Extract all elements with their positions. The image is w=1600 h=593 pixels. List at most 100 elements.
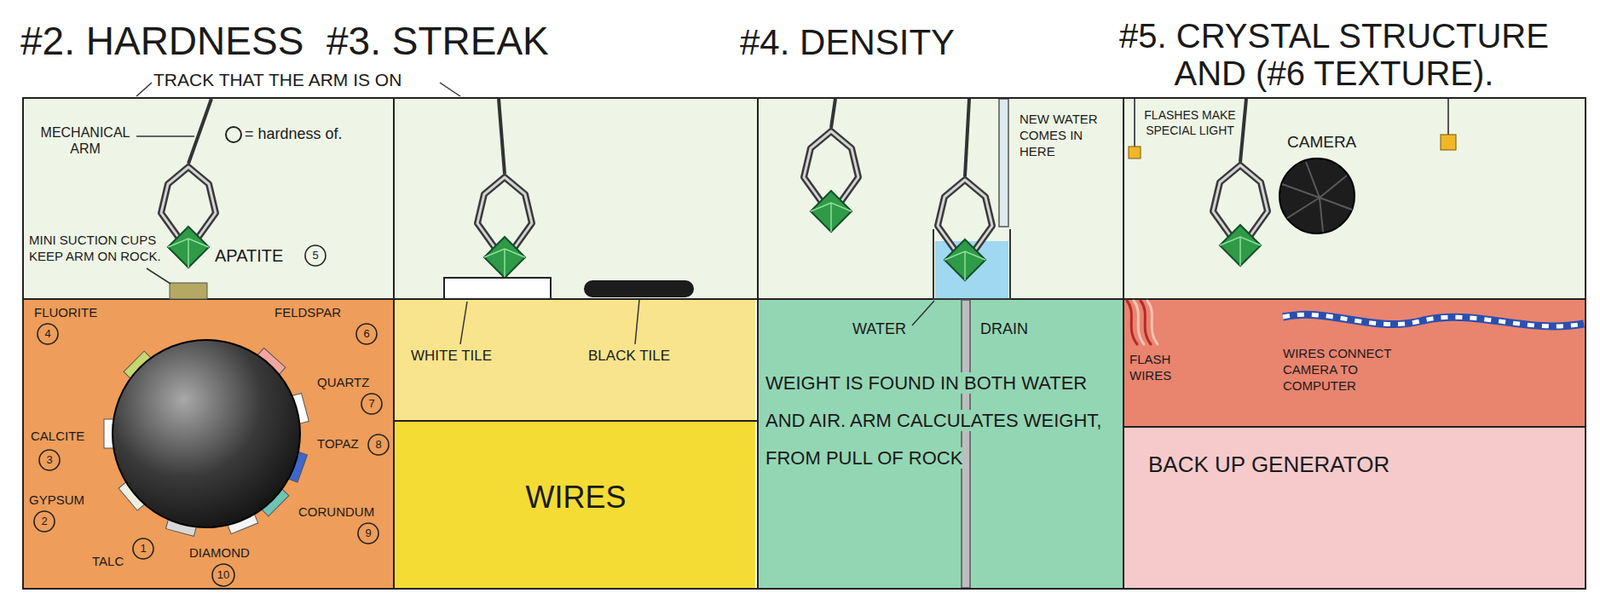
text-slot: 9 (355, 525, 382, 542)
text-slot: 1 (130, 541, 156, 557)
text-slot: BLACK TILE (588, 347, 671, 365)
flash-wire-bundle (1126, 300, 1158, 345)
mechanical-arm (1212, 165, 1268, 266)
arm-stem (498, 98, 505, 174)
mechanical-arm (937, 179, 993, 281)
text-slot: FLUORITE (34, 305, 98, 320)
text-slot: CORUNDUM (298, 504, 375, 520)
callout-circles (34, 245, 389, 587)
leader-line (912, 300, 935, 326)
mechanical-arm (803, 131, 859, 232)
density-note-box: WEIGHT IS FOUND IN BOTH WATER AND AIR. A… (758, 299, 1123, 589)
text-slot: APATITE (214, 246, 284, 266)
arm-stem (1240, 98, 1247, 162)
arm-stem (188, 98, 212, 164)
callout-label: WATER (852, 320, 907, 339)
text-slot: TALC (92, 554, 124, 569)
callout-number: 1 (130, 541, 156, 557)
mineral-name: CALCITE (30, 428, 85, 444)
text-slot: DIAMOND (189, 545, 250, 561)
text-slot: WEIGHT IS FOUND IN BOTH WATER AND AIR. A… (765, 364, 1107, 478)
callout-number: 8 (365, 437, 392, 453)
box-label: WIRES CONNECT CAMERA TO COMPUTER (1282, 345, 1418, 394)
wires-compartment: WIRES (394, 420, 757, 589)
upper-band (22, 97, 1587, 300)
station-heading: #3. STREAK (326, 18, 549, 64)
callout-label: FLASHES MAKE SPECIAL LIGHT (1143, 108, 1236, 138)
text-slot: NEW WATER COMES IN HERE (1019, 110, 1115, 160)
station-panel: #3. STREAKWIRES (392, 97, 759, 590)
text-slot: #2. HARDNESS (20, 18, 304, 64)
station-panel: #5. CRYSTAL STRUCTURE AND (#6 TEXTURE).F… (1122, 97, 1587, 590)
text-slot: DRAIN (980, 320, 1029, 339)
callout-number: 2 (31, 514, 58, 530)
station-heading: #2. HARDNESS (20, 18, 304, 64)
drain-pipe (961, 300, 971, 589)
text-slot: GYPSUM (28, 492, 85, 508)
text-slot: MINI SUCTION CUPS KEEP ARM ON ROCK. (28, 231, 166, 265)
tile-shelf (394, 299, 756, 421)
box-label: FLASH WIRES (1129, 351, 1183, 384)
station-heading: #5. CRYSTAL STRUCTURE AND (#6 TEXTURE). (1086, 17, 1582, 93)
wire (1140, 300, 1151, 345)
callout-number: 3 (36, 452, 63, 468)
generator-box: BACK UP GENERATOR (1124, 426, 1585, 589)
wire (1126, 300, 1138, 345)
black-tile (583, 280, 694, 298)
flash (1440, 134, 1456, 151)
leader-line (439, 82, 461, 97)
callout-label: BLACK TILE (588, 347, 671, 365)
callout-number: 9 (355, 525, 382, 542)
mineral-name: FELDSPAR (274, 305, 341, 320)
wires-band-fill (1124, 299, 1585, 427)
mineral-name: QUARTZ (317, 375, 370, 390)
leader-line (460, 301, 468, 345)
band-divider (22, 298, 1587, 301)
callout-label: TRACK THAT THE ARM IS ON (153, 69, 402, 91)
leader-line (146, 268, 171, 284)
text-slot: 5 (302, 248, 329, 264)
text-slot: FLASH WIRES (1129, 351, 1183, 384)
text-slot: = hardness of. (244, 125, 343, 144)
arm-stem (964, 98, 970, 177)
text-slot: 10 (210, 567, 237, 584)
text-slot: 6 (353, 326, 380, 342)
callout-number: 5 (302, 248, 329, 264)
hardness-base (23, 299, 393, 589)
mineral-name: TOPAZ (317, 436, 359, 451)
text-slot: QUARTZ (317, 375, 370, 390)
flash-wire (1447, 98, 1450, 135)
flash (1128, 146, 1141, 159)
mineral-name: GYPSUM (28, 492, 85, 508)
leader-line (136, 82, 152, 97)
generator-fill (1124, 426, 1585, 589)
box-label: WIRES (394, 479, 757, 515)
text-slot: 7 (358, 396, 385, 412)
density-fill (758, 299, 1123, 589)
text-slot: FLASHES MAKE SPECIAL LIGHT (1140, 107, 1240, 139)
mineral-name: DIAMOND (189, 545, 250, 561)
text-slot: #3. STREAK (326, 18, 549, 64)
text-slot: WIRES CONNECT CAMERA TO COMPUTER (1282, 345, 1418, 394)
text-slot: MECHANICAL ARM (34, 124, 137, 157)
mineral-name: APATITE (214, 246, 284, 266)
text-slot: 2 (31, 514, 58, 530)
camera-shutter (1282, 161, 1352, 232)
flash-wire (1133, 98, 1136, 147)
callout-label: WHITE TILE (410, 347, 492, 365)
mineral-name: FLUORITE (34, 305, 98, 320)
text-slot: #4. DENSITY (739, 22, 955, 64)
text-slot: 8 (365, 437, 392, 453)
text-slot: 4 (34, 326, 61, 342)
camera-cable-stripe (1282, 314, 1584, 327)
callout-number: 4 (34, 326, 61, 342)
mineral-name: TALC (92, 554, 124, 569)
apatite-tab (169, 283, 208, 300)
callout-number: 6 (353, 326, 380, 342)
callout-number: 7 (358, 396, 385, 412)
water-inlet-pipe (999, 98, 1009, 227)
white-tile (444, 277, 551, 300)
text-slot: WATER (852, 320, 907, 339)
hardness-symbol (225, 127, 242, 143)
